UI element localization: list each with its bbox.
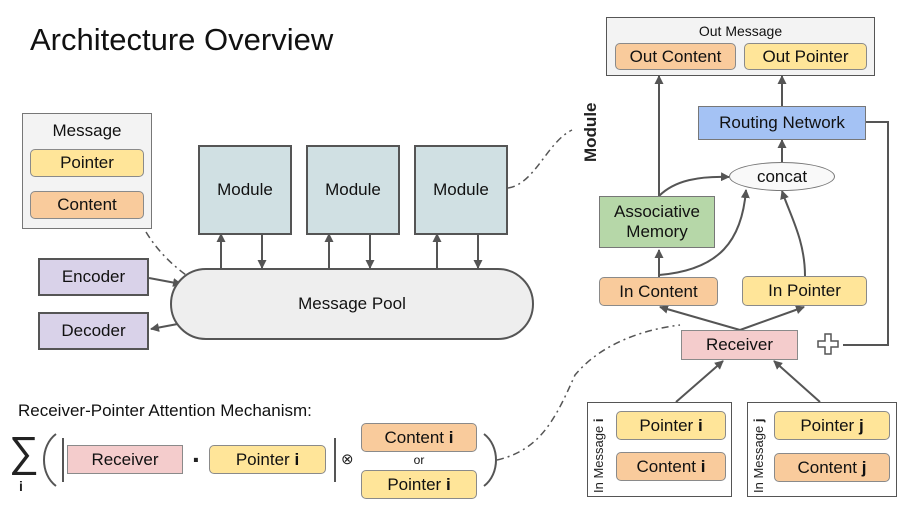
formula-pointer-label: Pointer (235, 449, 290, 469)
receiver-box: Receiver (681, 330, 798, 360)
in-message-j-pointer-label: Pointer (800, 415, 855, 435)
receiver-to-in-content-arrow (659, 304, 741, 331)
in-message-j-content-index: j (861, 457, 867, 477)
memory-to-concat-arrow (658, 172, 730, 197)
decoder-box: Decoder (38, 312, 149, 350)
in-message-i-content-label: Content (636, 456, 697, 476)
in-message-i-label-index: i (591, 418, 606, 423)
in-message-i-to-receiver-arrow (675, 360, 724, 403)
mechanism-callout (496, 324, 681, 461)
message-legend-label: Message (52, 121, 122, 140)
concat-node: concat (729, 162, 835, 191)
diagram-title: Architecture Overview (30, 22, 334, 57)
formula-pointer2-box: Pointer i (361, 470, 477, 499)
in-message-i-content-index: i (700, 456, 706, 476)
otimes-operator: ⊗ (341, 451, 354, 468)
in-pointer-to-concat-arrow (780, 190, 806, 277)
left-paren (43, 433, 57, 487)
in-message-i-content-box: Content i (616, 452, 726, 481)
routing-junction-plus (817, 333, 839, 355)
in-message-j-content-box: Content j (774, 453, 890, 482)
in-message-i-pointer-box: Pointer i (616, 411, 726, 440)
in-message-j-to-receiver-arrow (773, 360, 821, 403)
encoder-box: Encoder (38, 258, 149, 296)
formula-pointer-box: Pointer i (209, 445, 326, 474)
sum-symbol: ∑ (9, 428, 39, 475)
right-paren (483, 433, 497, 487)
in-message-j-label-text: In Message (751, 425, 766, 493)
formula-content-label: Content (384, 427, 445, 447)
routing-feedback-line (843, 121, 889, 346)
in-message-j-label: In Message j (751, 419, 766, 493)
in-message-i-label: In Message i (591, 419, 606, 493)
dot-operator: · (192, 444, 202, 475)
in-content-to-concat-arrow (658, 189, 750, 276)
in-message-i-label-text: In Message (591, 425, 606, 493)
out-content-box: Out Content (615, 43, 736, 70)
message-pool: Message Pool (170, 268, 534, 340)
routing-network-box: Routing Network (698, 106, 866, 140)
out-pointer-box: Out Pointer (744, 43, 867, 70)
in-message-j-pointer-index: j (858, 415, 864, 435)
formula-pointer-index: i (294, 449, 300, 469)
message-to-pool-callout (145, 231, 197, 283)
module-box-1: Module (198, 145, 292, 235)
message-pointer-box: Pointer (30, 149, 144, 177)
module-detail-label: Module (581, 102, 600, 163)
formula-content-index: i (448, 427, 454, 447)
in-message-j-content-label: Content (797, 457, 858, 477)
in-message-i-pointer-label: Pointer (639, 415, 694, 435)
in-content-box: In Content (599, 277, 718, 306)
formula-pointer2-index: i (445, 474, 451, 494)
mechanism-title: Receiver-Pointer Attention Mechanism: (18, 401, 312, 420)
in-message-i-pointer-index: i (697, 415, 703, 435)
formula-pointer2-label: Pointer (387, 474, 442, 494)
formula-content-box: Content i (361, 423, 477, 452)
formula-receiver-box: Receiver (67, 445, 183, 474)
module-box-2: Module (306, 145, 400, 235)
associative-memory-box: Associative Memory (599, 196, 715, 248)
out-message-panel: Out Message Out Content Out Pointer (606, 17, 875, 76)
module-box-3: Module (414, 145, 508, 235)
out-message-label: Out Message (698, 23, 783, 39)
formula-or-label: or (413, 453, 425, 467)
in-message-j-pointer-box: Pointer j (774, 411, 890, 440)
message-legend: Message Pointer Content (22, 113, 152, 229)
sum-index: i (19, 478, 23, 494)
message-content-box: Content (30, 191, 144, 219)
receiver-to-in-pointer-arrow (739, 305, 805, 331)
in-message-j-label-index: j (751, 418, 766, 423)
module-detail-callout (507, 129, 573, 189)
in-message-j-panel: Pointer j Content j (747, 402, 897, 497)
in-pointer-box: In Pointer (742, 276, 867, 306)
in-message-i-panel: Pointer i Content i (587, 402, 732, 497)
